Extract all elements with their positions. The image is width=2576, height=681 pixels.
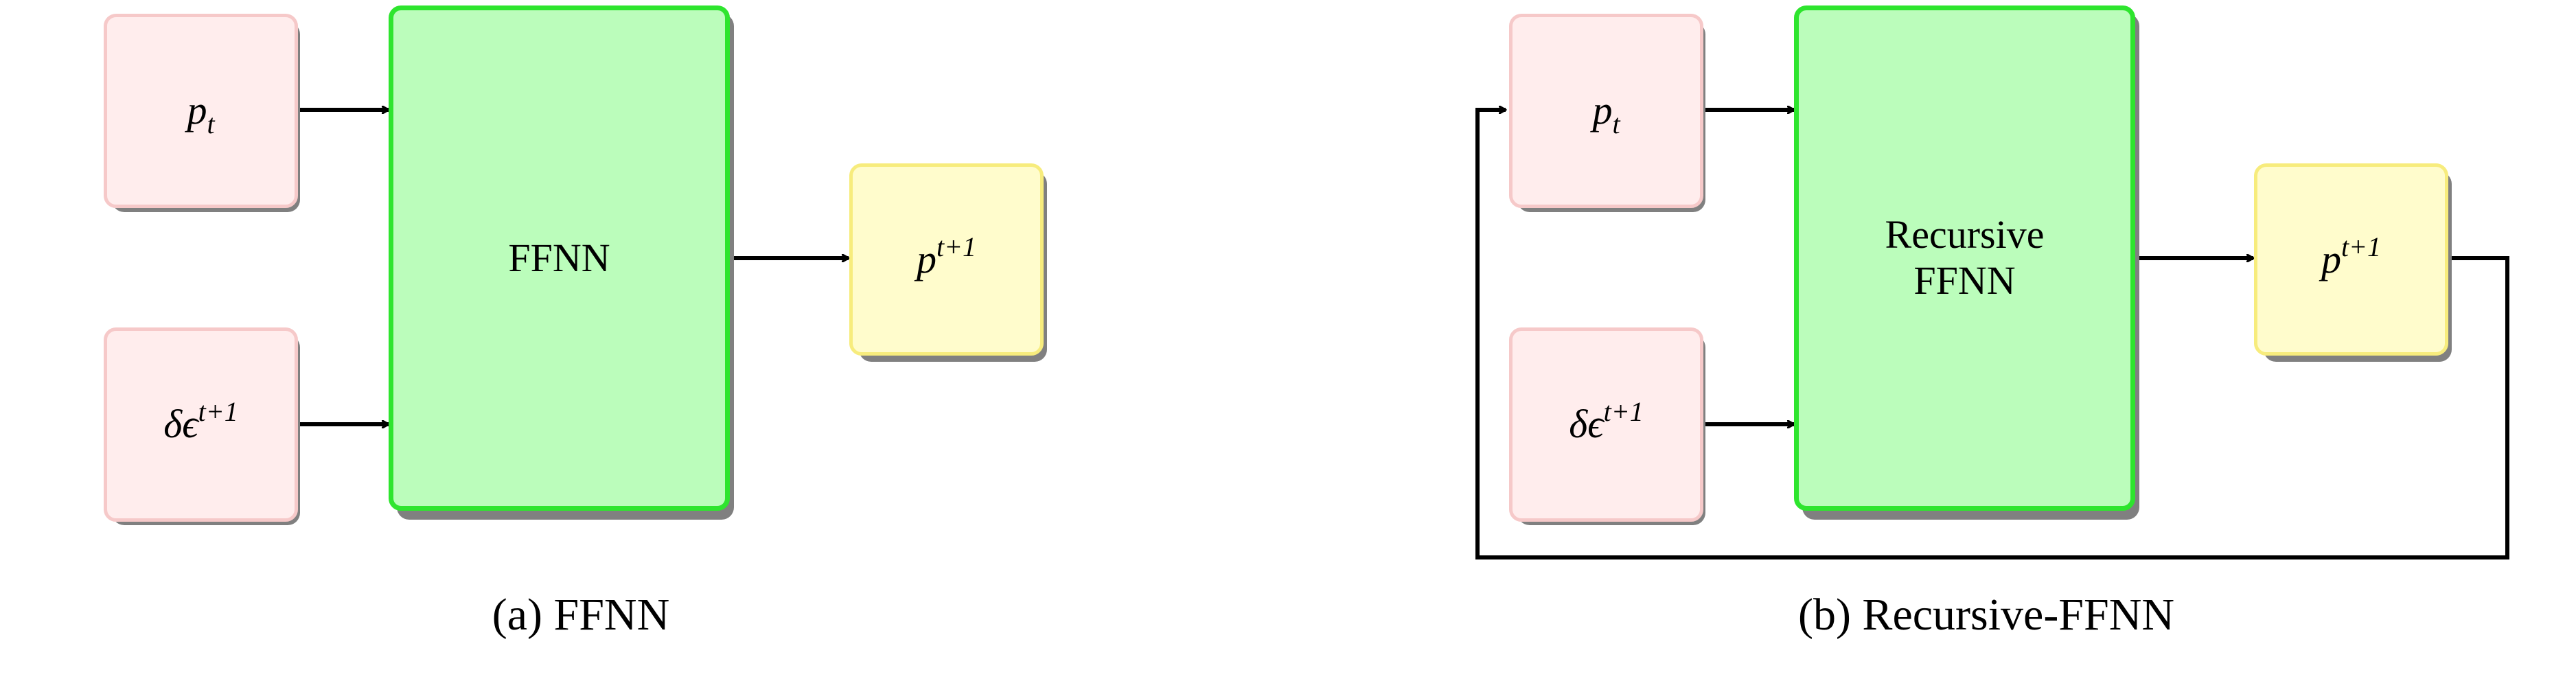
- recursive-ffnn-node: Recursive FFNN: [1794, 5, 2135, 511]
- input-deps-node: δϵt+1: [104, 327, 298, 522]
- input-pt-node: pt: [1509, 14, 1703, 208]
- input-pt-label: pt: [187, 88, 215, 140]
- output-node: pt+1: [849, 163, 1044, 356]
- output-node: pt+1: [2254, 163, 2448, 356]
- input-pt-label: pt: [1592, 88, 1620, 140]
- output-label: pt+1: [2321, 231, 2382, 281]
- feedback-loop-arrow: [1475, 110, 2509, 559]
- input-deps-node: δϵt+1: [1509, 327, 1703, 522]
- ffnn-label: FFNN: [508, 235, 610, 280]
- recursive-ffnn-label-line2: FFNN: [1913, 258, 2016, 303]
- recursive-ffnn-label-line1: Recursive: [1885, 212, 2045, 257]
- input-pt-node: pt: [104, 14, 298, 208]
- recursive-ffnn-label: Recursive FFNN: [1885, 212, 2045, 303]
- caption-a: (a) FFNN: [492, 590, 670, 640]
- input-deps-label: δϵt+1: [1569, 396, 1644, 447]
- input-deps-label: δϵt+1: [163, 396, 238, 447]
- caption-b: (b) Recursive-FFNN: [1797, 590, 2175, 640]
- ffnn-node: FFNN: [389, 5, 730, 511]
- output-label: pt+1: [916, 231, 977, 281]
